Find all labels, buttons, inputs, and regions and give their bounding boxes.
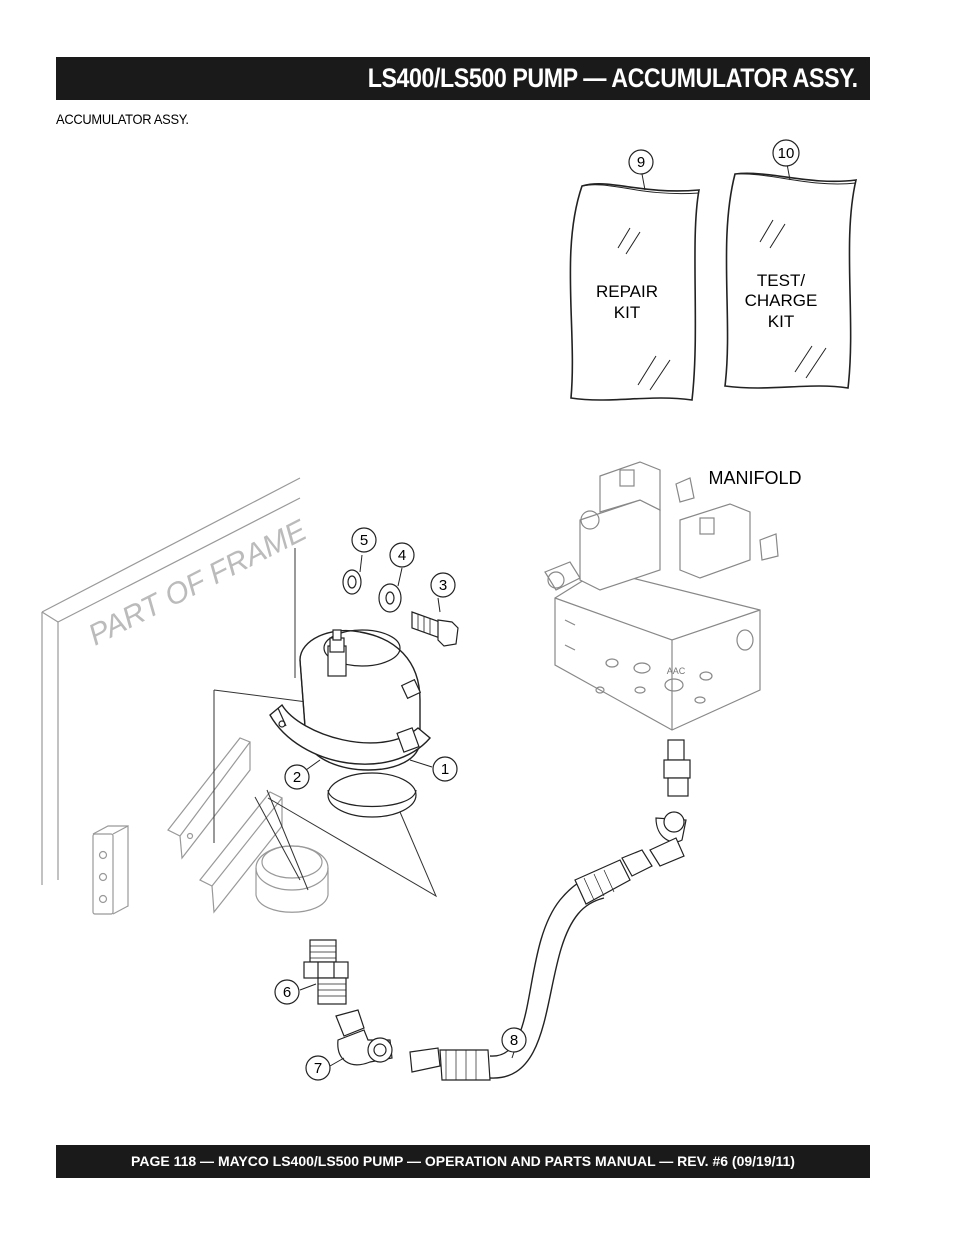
hose-8: 8 — [409, 849, 653, 1081]
page-title: LS400/LS500 PUMP — ACCUMULATOR ASSY. — [368, 63, 858, 93]
elbow-7: 7 — [305, 1009, 393, 1081]
test-kit-label-line1: TEST/ — [757, 271, 805, 290]
manifold-fittings — [649, 739, 691, 867]
callout-1: 1 — [441, 761, 449, 778]
repair-kit-label-line2: KIT — [614, 303, 640, 322]
callout-7: 7 — [314, 1060, 322, 1077]
manifold-block: AAC — [544, 461, 779, 731]
test-kit-label-line2: CHARGE — [745, 291, 818, 310]
section-subtitle: ACCUMULATOR ASSY. — [56, 111, 189, 127]
mounting-hardware: 5 4 3 — [342, 527, 459, 647]
accumulator: 1 2 — [269, 629, 458, 818]
callout-3: 3 — [439, 577, 447, 594]
test-charge-kit-bag: 10 TEST/ CHARGE KIT — [724, 139, 858, 389]
frame-panel: PART OF FRAME — [41, 477, 329, 915]
test-kit-label-line3: KIT — [768, 312, 794, 331]
footer-text: PAGE 118 — MAYCO LS400/LS500 PUMP — OPER… — [131, 1153, 795, 1169]
repair-kit-label-line1: REPAIR — [596, 282, 658, 301]
page-header: LS400/LS500 PUMP — ACCUMULATOR ASSY. — [56, 57, 870, 100]
callout-4: 4 — [398, 547, 406, 564]
manifold-label: MANIFOLD — [708, 468, 801, 488]
part-of-frame-label: PART OF FRAME — [83, 513, 313, 652]
callout-9: 9 — [637, 154, 645, 171]
callout-8: 8 — [510, 1032, 518, 1049]
callout-6: 6 — [283, 984, 291, 1001]
callout-10: 10 — [778, 145, 795, 162]
fitting-6: 6 — [274, 939, 349, 1005]
repair-kit-bag: 9 REPAIR KIT — [569, 149, 700, 401]
page-footer: PAGE 118 — MAYCO LS400/LS500 PUMP — OPER… — [56, 1145, 870, 1178]
callout-5: 5 — [360, 532, 368, 549]
aac-port-label: AAC — [667, 666, 686, 676]
callout-2: 2 — [293, 769, 301, 786]
